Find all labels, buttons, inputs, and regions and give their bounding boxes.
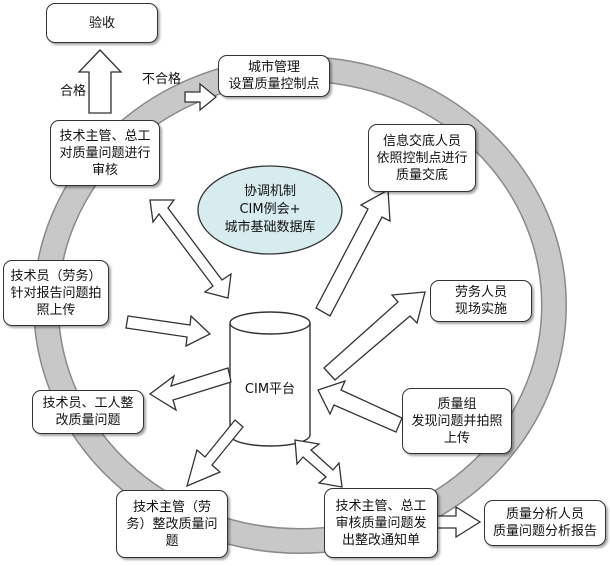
fail-label: 不合格 — [142, 72, 182, 87]
fail-arrow — [184, 82, 218, 112]
notice-to-analysis-arrow — [435, 505, 482, 539]
cim-platform-cylinder — [229, 311, 311, 447]
tech-report-line-3: 照上传 — [36, 302, 76, 318]
tech-report-line-2: 针对报告问题拍 — [10, 285, 102, 301]
platform-to-info-arrow — [315, 188, 391, 317]
tech-lead-rectify-line-3: 题 — [165, 533, 179, 549]
pass-arrow — [77, 49, 123, 114]
tech-rectify-line-1: 技术员、工人整 — [42, 396, 134, 411]
acceptance-text: 验收 — [88, 15, 115, 31]
tech-report-box[interactable]: 技术员（劳务） 针对报告问题拍 照上传 — [3, 260, 109, 326]
coordination-line-2: CIM例会+ — [239, 202, 301, 217]
coordination-mechanism-text: 协调机制 CIM例会+ 城市基础数据库 — [198, 166, 342, 254]
info-handover-line-1: 信息交底人员 — [382, 133, 461, 149]
tech-review-line-1: 技术主管、总工 — [59, 128, 151, 144]
pass-label: 合格 — [60, 84, 87, 99]
tech-notice-line-2: 审核质量问题发 — [335, 515, 427, 531]
report-to-platform-arrow — [125, 314, 212, 348]
platform-notice-double-arrow — [294, 439, 343, 488]
info-handover-line-2: 依照控制点进行 — [376, 150, 468, 166]
city-management-line-1: 城市管理 — [247, 60, 300, 75]
acceptance-box[interactable]: 验收 — [46, 3, 158, 43]
tech-lead-rectify-box[interactable]: 技术主管（劳 务）整改质量问 题 — [116, 490, 228, 558]
quality-group-to-platform-arrow — [317, 379, 403, 433]
quality-group-line-1: 质量组 — [437, 396, 477, 412]
coordination-line-3: 城市基础数据库 — [224, 220, 316, 235]
tech-notice-line-1: 技术主管、总工 — [335, 498, 427, 514]
review-platform-double-arrow — [149, 199, 232, 299]
info-handover-box[interactable]: 信息交底人员 依照控制点进行 质量交底 — [368, 124, 476, 192]
platform-to-rectify-arrow — [148, 367, 232, 412]
tech-rectify-box[interactable]: 技术员、工人整 改质量问题 — [32, 390, 144, 434]
tech-review-line-3: 审核 — [91, 162, 118, 178]
quality-group-box[interactable]: 质量组 发现问题并拍照 上传 — [402, 388, 512, 454]
tech-report-line-1: 技术员（劳务） — [10, 268, 102, 284]
tech-review-line-2: 对质量问题进行 — [59, 145, 151, 161]
labor-implement-line-2: 现场实施 — [454, 302, 507, 317]
quality-analysis-line-1: 质量分析人员 — [505, 507, 584, 522]
coordination-ellipse — [197, 165, 343, 255]
platform-to-lead-rectify-arrow — [186, 419, 244, 488]
quality-group-line-3: 上传 — [443, 430, 470, 446]
platform-to-labor-arrow — [323, 291, 426, 381]
quality-analysis-box[interactable]: 质量分析人员 质量问题分析报告 — [484, 500, 606, 546]
tech-lead-rectify-line-2: 务）整改质量问 — [126, 516, 218, 532]
city-management-box[interactable]: 城市管理 设置质量控制点 — [218, 55, 330, 97]
coordination-line-1: 协调机制 — [243, 184, 296, 199]
tech-review-box[interactable]: 技术主管、总工 对质量问题进行 审核 — [50, 120, 160, 186]
info-handover-line-3: 质量交底 — [395, 167, 448, 183]
city-management-line-2: 设置质量控制点 — [228, 77, 320, 92]
tech-rectify-line-2: 改质量问题 — [55, 413, 121, 428]
quality-group-line-2: 发现问题并拍照 — [411, 413, 503, 429]
tech-lead-rectify-line-1: 技术主管（劳 — [132, 499, 211, 515]
labor-implement-box[interactable]: 劳务人员 现场实施 — [430, 280, 532, 322]
cim-platform-label: CIM平台 — [244, 382, 296, 397]
quality-analysis-line-2: 质量问题分析报告 — [492, 524, 597, 539]
tech-notice-box[interactable]: 技术主管、总工 审核质量问题发 出整改通知单 — [324, 488, 438, 558]
labor-implement-line-1: 劳务人员 — [454, 285, 507, 300]
tech-notice-line-3: 出整改通知单 — [341, 532, 420, 548]
